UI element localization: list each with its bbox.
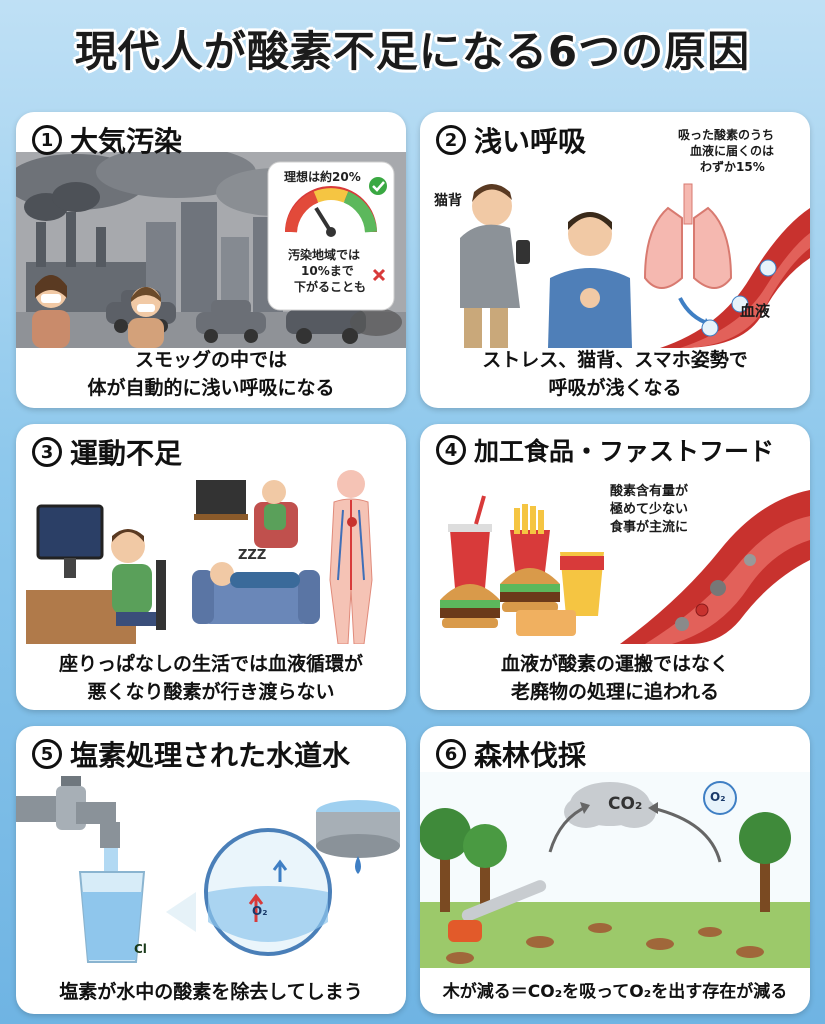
phone-icon xyxy=(516,240,530,264)
note-line-1: 吸った酸素のうち xyxy=(678,128,775,142)
clogged-vessel xyxy=(620,490,810,644)
caption-line-1: ストレス、猫背、スマホ姿勢で xyxy=(482,349,748,371)
noodle-cup-icon xyxy=(560,552,604,616)
armchair-person xyxy=(254,480,298,548)
tree-icon xyxy=(420,808,791,912)
glass-icon xyxy=(78,871,146,963)
fast-food-illustration xyxy=(440,490,810,644)
posture-label: 猫背 xyxy=(434,193,462,209)
breathing-illustration xyxy=(460,183,810,348)
cl-label: Cl xyxy=(134,942,147,956)
card-heading: 2 浅い呼吸 xyxy=(436,120,586,160)
card-heading: 5 塩素処理された水道水 xyxy=(32,734,350,774)
gauge-polluted-label-2: 10%まで xyxy=(301,264,354,278)
magnified-water-circle xyxy=(204,828,332,956)
page-title: 現代人が酸素不足になる6つの原因 xyxy=(74,27,751,76)
number-badge: 2 xyxy=(436,125,466,155)
heading-text: 浅い呼吸 xyxy=(474,125,587,158)
body-circulation-icon xyxy=(329,470,373,644)
note-line-1: 酸素含有量が xyxy=(610,484,689,499)
card-air-pollution: 1 大気汚染 xyxy=(16,112,406,408)
caption-line-1: 座りっぱなしの生活では血液循環が xyxy=(58,653,363,675)
smog-city-illustration xyxy=(16,152,406,348)
caption-line-1: 木が減る＝CO₂を吸ってO₂を出す存在が減る xyxy=(442,982,788,1002)
sofa-sleeper xyxy=(192,562,320,624)
person-with-mask xyxy=(32,275,70,348)
caption-line-2: 悪くなり酸素が行き渡らない xyxy=(87,681,335,703)
tv-icon xyxy=(194,480,248,520)
deforestation-illustration xyxy=(420,772,810,968)
note-line-2: 極めて少ない xyxy=(610,502,689,517)
caption-line-2: 老廃物の処理に追われる xyxy=(510,681,720,703)
lungs-icon xyxy=(643,183,733,289)
water-tank-icon xyxy=(316,800,400,874)
sedentary-illustration xyxy=(26,470,373,644)
card-processed-food: 4 加工食品・ファストフード xyxy=(420,424,810,710)
tap-water-illustration xyxy=(16,776,400,963)
o2-label: O₂ xyxy=(252,904,268,918)
oxygen-gauge xyxy=(267,161,395,311)
card-chlorinated-water: 5 塩素処理された水道水 O₂ xyxy=(16,726,406,1014)
card-heading: 6 森林伐採 xyxy=(436,734,586,774)
number-badge: 4 xyxy=(436,435,466,465)
co2-cloud-icon xyxy=(564,782,656,828)
gauge-ideal-label: 理想は約20% xyxy=(284,170,361,184)
card-heading: 1 大気汚染 xyxy=(32,120,182,160)
heading-text: 運動不足 xyxy=(70,437,183,470)
number-badge: 6 xyxy=(436,739,466,769)
blood-label: 血液 xyxy=(740,302,771,320)
caption-line-1: 塩素が水中の酸素を除去してしまう xyxy=(59,981,363,1003)
caption-line-1: 血液が酸素の運搬ではなく xyxy=(500,653,729,675)
card-shallow-breathing: 2 浅い呼吸 猫背 xyxy=(420,112,810,408)
card-heading: 3 運動不足 xyxy=(32,432,182,472)
note-line-3: わずか15% xyxy=(700,160,765,174)
heading-text: 大気汚染 xyxy=(70,125,183,158)
sleep-text: ZZZ xyxy=(238,548,267,563)
note-line-3: 食事が主流に xyxy=(610,520,689,535)
stressed-person xyxy=(548,212,632,348)
number-badge: 1 xyxy=(32,125,62,155)
desk-worker xyxy=(26,504,166,644)
hunched-person xyxy=(460,184,530,348)
o2-bubble-icon xyxy=(703,781,737,815)
office-chair xyxy=(156,560,166,630)
caption-line-2: 体が自動的に浅い呼吸になる xyxy=(87,377,335,399)
nuggets-icon xyxy=(516,610,576,636)
caption-line-1: スモッグの中では xyxy=(134,349,287,371)
caption-line-2: 呼吸が浅くなる xyxy=(548,377,682,399)
co2-label: CO₂ xyxy=(608,794,643,814)
heading-text: 加工食品・ファストフード xyxy=(474,437,775,466)
tree-stumps xyxy=(446,923,764,964)
blood-vessel xyxy=(660,208,810,348)
card-deforestation: 6 森林伐採 xyxy=(420,726,810,1014)
o2-label: O₂ xyxy=(710,790,726,804)
fries-icon xyxy=(510,504,550,580)
chainsaw-icon xyxy=(448,880,547,942)
heading-text: 塩素処理された水道水 xyxy=(70,739,351,772)
heart-icon xyxy=(347,517,357,527)
number-badge: 3 xyxy=(32,437,62,467)
heading-text: 森林伐採 xyxy=(474,739,587,772)
note-line-2: 血液に届くのは xyxy=(690,144,775,158)
gauge-polluted-label-3: 下がることも xyxy=(294,280,367,294)
faucet-icon xyxy=(16,776,120,848)
burger-icon xyxy=(440,568,560,628)
gauge-polluted-label-1: 汚染地域では xyxy=(288,248,361,262)
soda-cup-icon xyxy=(448,495,492,600)
number-badge: 5 xyxy=(32,739,62,769)
card-lack-of-exercise: 3 運動不足 xyxy=(16,424,406,710)
card-heading: 4 加工食品・ファストフード xyxy=(436,432,774,468)
